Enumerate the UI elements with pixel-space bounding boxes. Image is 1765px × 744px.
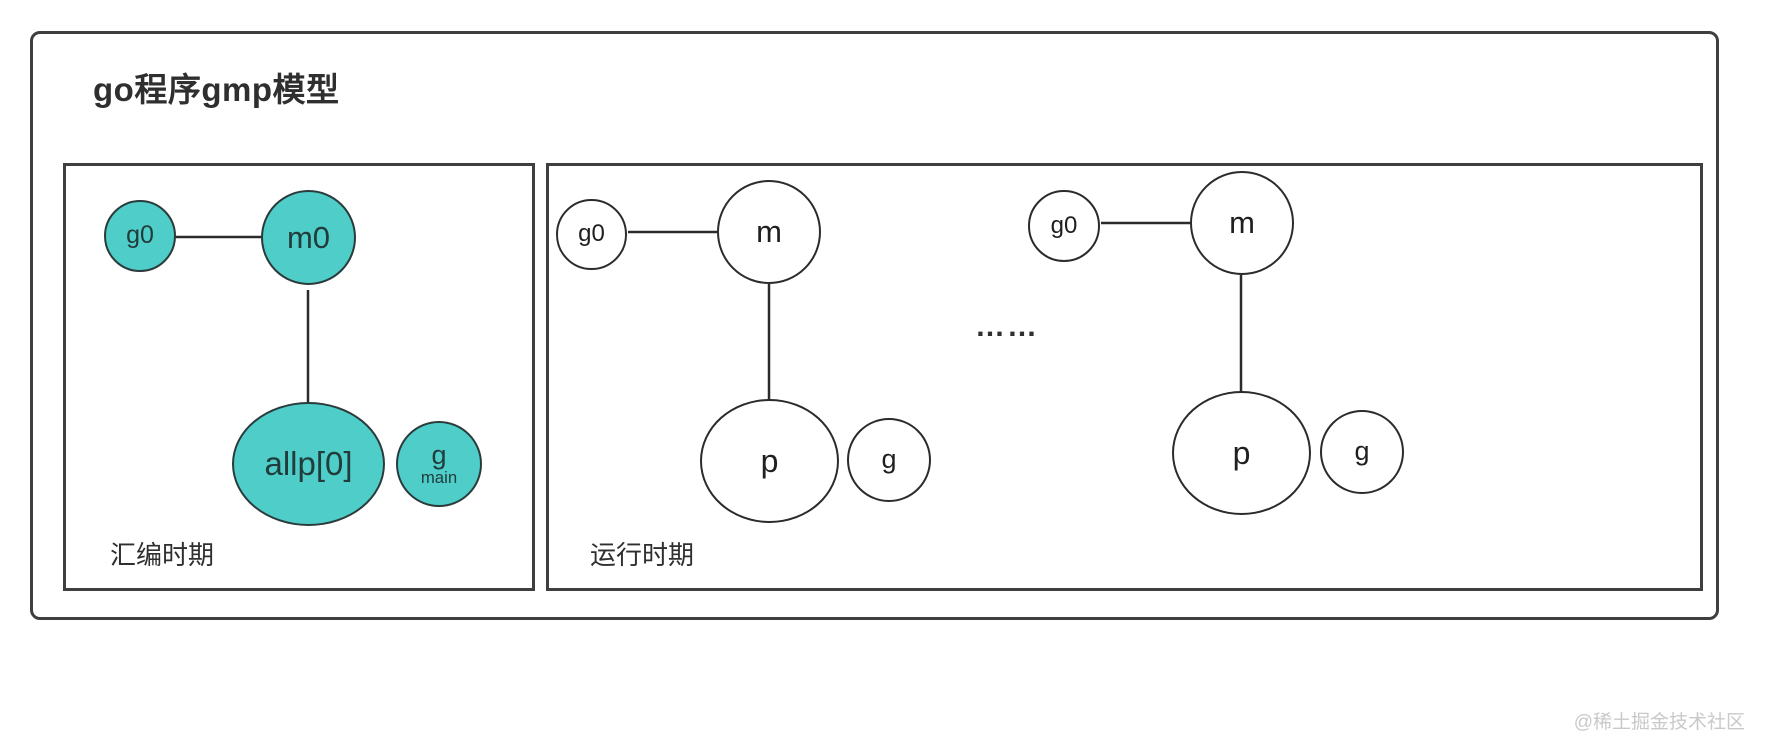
node-g-main-compile[interactable]: g main — [396, 421, 482, 507]
caption-compile-phase: 汇编时期 — [110, 540, 215, 570]
node-g0-runtime-2[interactable]: g0 — [1028, 190, 1100, 262]
node-label: g0 — [578, 220, 605, 248]
ellipsis-separator: …… — [975, 310, 1039, 343]
node-m0-compile[interactable]: m0 — [261, 190, 356, 285]
node-allp0-compile[interactable]: allp[0] — [232, 402, 385, 526]
node-label: g — [431, 439, 447, 470]
node-label: p — [1232, 434, 1251, 471]
node-m-runtime-1[interactable]: m — [717, 180, 821, 284]
node-label: p — [760, 442, 779, 479]
node-g0-runtime-1[interactable]: g0 — [556, 199, 627, 270]
node-label: g0 — [126, 221, 154, 250]
node-label: g0 — [1050, 211, 1078, 239]
node-sublabel: main — [420, 468, 458, 488]
node-label: m0 — [286, 219, 331, 255]
page-title: go程序gmp模型 — [93, 71, 340, 108]
node-g-runtime-1[interactable]: g — [847, 418, 931, 502]
node-p-runtime-2[interactable]: p — [1172, 391, 1311, 515]
node-g-runtime-2[interactable]: g — [1320, 410, 1404, 494]
node-label: m — [756, 214, 782, 250]
node-label: g — [1354, 436, 1370, 467]
node-label: allp[0] — [264, 445, 353, 483]
node-m-runtime-2[interactable]: m — [1190, 171, 1294, 275]
watermark: @稀土掘金技术社区 — [1573, 712, 1745, 733]
node-label: g — [881, 444, 897, 475]
node-label: m — [1229, 205, 1255, 241]
node-p-runtime-1[interactable]: p — [700, 399, 839, 523]
caption-runtime-phase: 运行时期 — [590, 540, 695, 570]
node-g0-compile[interactable]: g0 — [104, 200, 176, 272]
